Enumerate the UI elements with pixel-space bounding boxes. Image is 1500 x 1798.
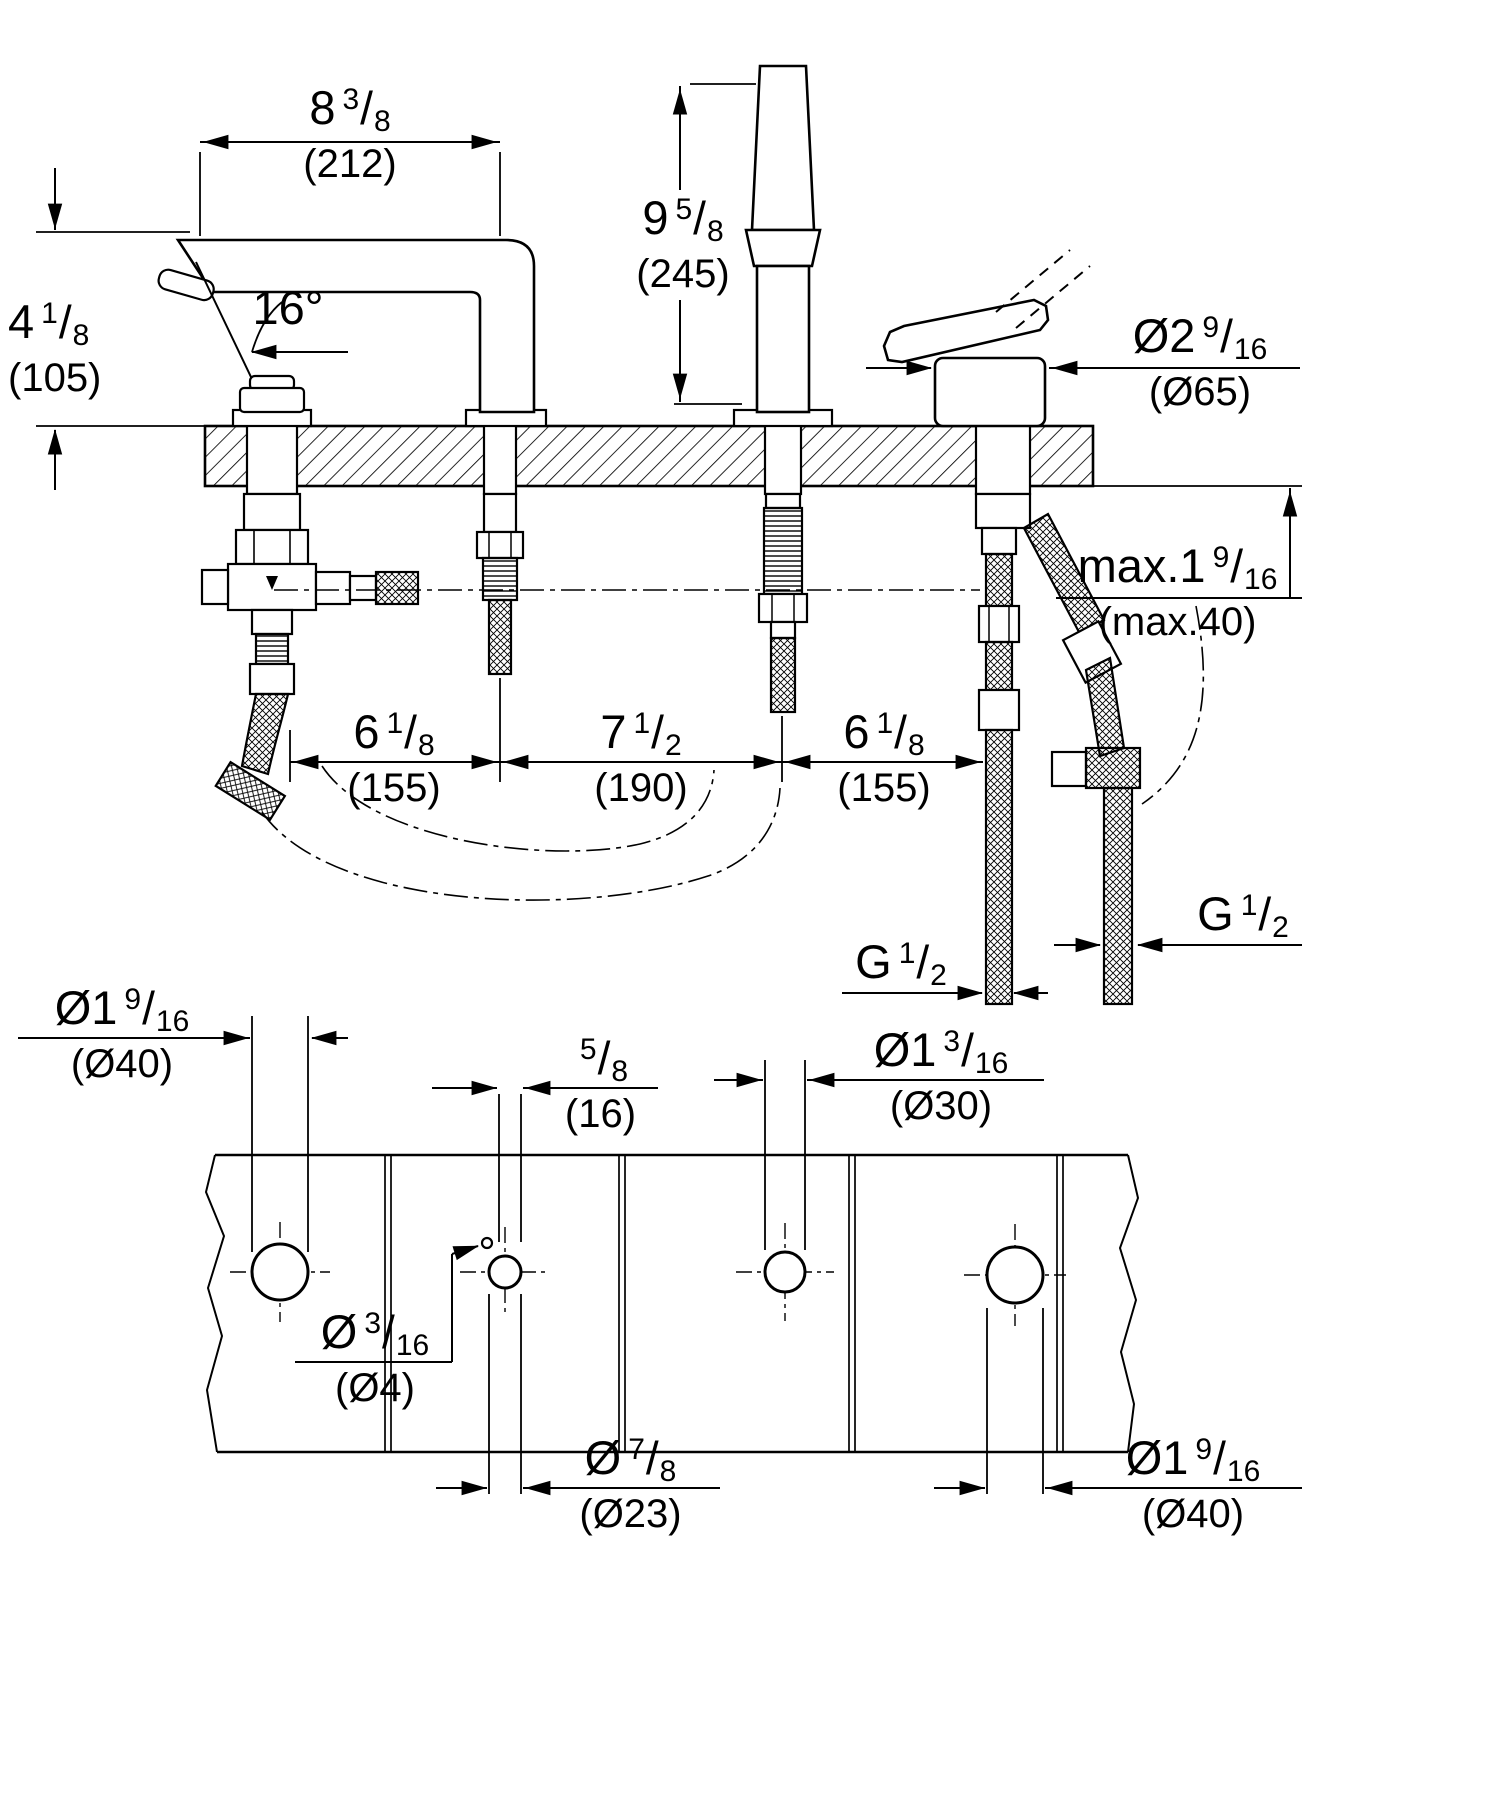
dim-value: 418 — [8, 298, 178, 351]
dim-value: 58 — [543, 1034, 658, 1087]
plan-dim-lines — [18, 1016, 1302, 1496]
dim-value: G12 — [836, 938, 966, 991]
dim-metric: (Ø4) — [335, 1366, 415, 1410]
dim-hole3-diameter: Ø1316 (Ø30) — [836, 1026, 1046, 1126]
deck-cross-section — [203, 424, 1302, 488]
hand-shower — [744, 64, 822, 414]
dim-value: 618 — [804, 708, 964, 761]
dim-handshower-height: 958 (245) — [583, 194, 783, 294]
pin-hole — [480, 1236, 494, 1250]
handshower-shank — [757, 492, 809, 714]
dim-hole4-diameter: Ø1916 (Ø40) — [1083, 1434, 1303, 1534]
lever-handle — [882, 249, 1091, 428]
aerator — [157, 268, 215, 302]
dim-value: 712 — [561, 708, 721, 761]
centerlines — [261, 589, 1205, 901]
dim-metric: (105) — [8, 356, 102, 400]
dim-spout-height-lines — [36, 168, 206, 490]
dim-metric: (245) — [636, 252, 730, 296]
dim-value: Ø2916 — [1098, 312, 1302, 365]
dim-hole2-diameter: Ø78 (Ø23) — [538, 1434, 723, 1534]
dim-handle-diameter: Ø2916 (Ø65) — [1098, 312, 1302, 412]
dim-metric: (Ø23) — [579, 1492, 682, 1536]
dim-value: Ø78 — [538, 1434, 723, 1487]
dim-value: 838 — [250, 84, 450, 137]
dim-spout-reach-lines — [199, 134, 501, 236]
dim-pin-hole-diameter: Ø316 (Ø4) — [290, 1308, 460, 1408]
dim-spout-reach: 838 (212) — [250, 84, 450, 184]
dim-spout-height: 418 (105) — [8, 298, 178, 398]
dim-value: 618 — [314, 708, 474, 761]
dim-value: max.1916 — [1050, 542, 1305, 595]
plan-strip — [204, 1153, 1140, 1454]
dim-value: Ø1916 — [12, 984, 232, 1037]
dim-value: 958 — [583, 194, 783, 247]
dim-spacing-center: 712 (190) — [561, 708, 721, 808]
dim-thread-lines — [842, 937, 1302, 1001]
dim-spacing-right: 618 (155) — [804, 708, 964, 808]
dim-metric: (155) — [347, 766, 441, 810]
dim-handshower-height-lines — [672, 83, 756, 405]
dim-metric: (212) — [303, 142, 397, 186]
dim-value: G12 — [1178, 890, 1308, 943]
spout — [157, 238, 536, 414]
escutcheons — [231, 408, 834, 428]
dim-hole1-diameter: Ø1916 (Ø40) — [12, 984, 232, 1084]
spout-shank — [475, 492, 525, 676]
dim-metric: (155) — [837, 766, 931, 810]
dim-value: Ø1916 — [1083, 1434, 1303, 1487]
dim-value: 16° — [252, 281, 324, 334]
dim-metric: (16) — [564, 1092, 637, 1136]
dim-value: Ø1316 — [836, 1026, 1046, 1079]
dim-max-deck-thickness: max.1916 (max.40) — [1050, 542, 1305, 642]
dim-thread-left: G12 — [836, 938, 966, 991]
dim-spacing-lines — [289, 678, 983, 782]
dim-metric: (Ø40) — [1141, 1492, 1245, 1536]
dim-thread-right: G12 — [1178, 890, 1308, 943]
diverter-valve — [200, 374, 420, 822]
dim-value: Ø316 — [290, 1308, 460, 1361]
dim-metric: (max.40) — [1098, 600, 1257, 644]
dim-max-thickness-lines — [1056, 488, 1302, 599]
plan-holes — [250, 1236, 1045, 1305]
dim-metric: (Ø40) — [70, 1042, 174, 1086]
mixer-valve-and-hoses — [974, 492, 1142, 1006]
dim-metric: (Ø30) — [889, 1084, 993, 1128]
dim-metric: (Ø65) — [1148, 370, 1252, 414]
dim-spacing-left: 618 (155) — [314, 708, 474, 808]
dim-spout-angle: 16° — [228, 284, 348, 331]
dim-hole2-offset: 58 (16) — [543, 1034, 658, 1136]
dim-metric: (190) — [594, 766, 688, 810]
